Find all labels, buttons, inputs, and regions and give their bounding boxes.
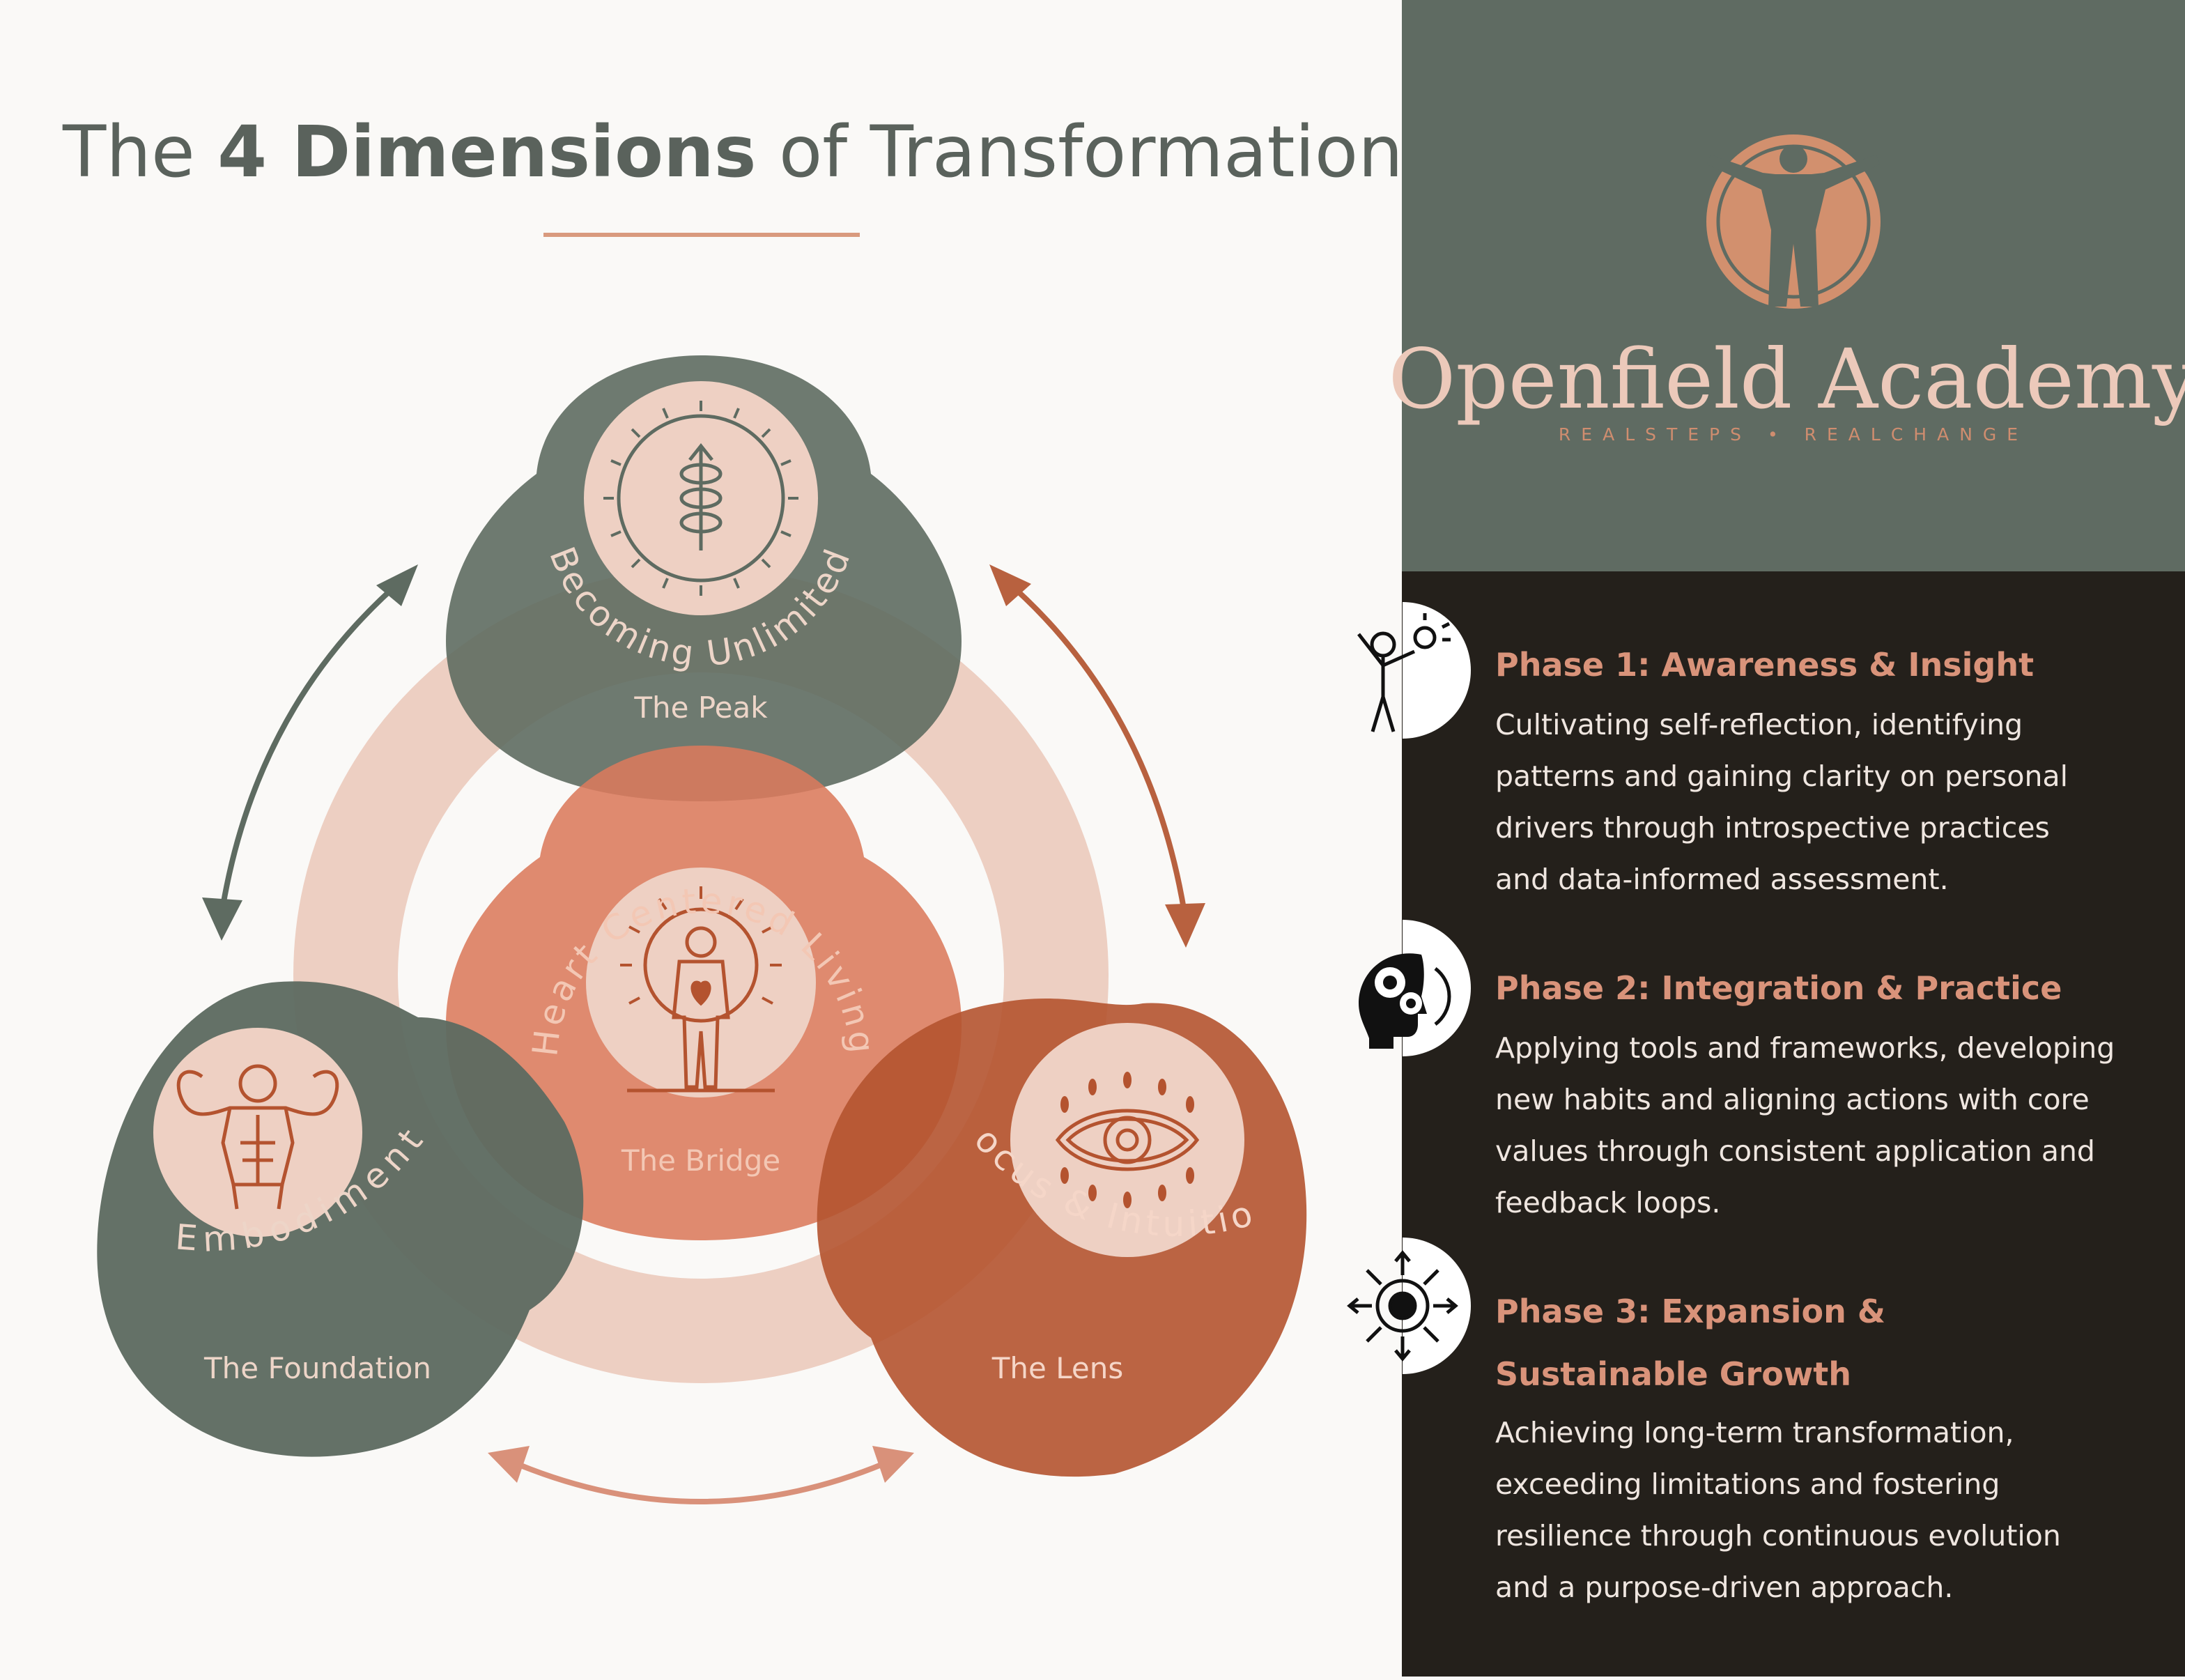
phases-panel (1402, 571, 2185, 1677)
bridge-sublabel: The Bridge (621, 1143, 780, 1178)
phase-3-body-line: resilience through continuous evolution (1495, 1519, 2061, 1552)
foundation-sublabel: The Foundation (203, 1351, 431, 1385)
eye-icon (1055, 1072, 1200, 1208)
arrow-peak-foundation (202, 564, 418, 941)
phase-3-title: Phase 3: Expansion & (1495, 1293, 1885, 1330)
phase-2: Phase 2: Integration & Practice Applying… (1495, 969, 2115, 1219)
phase-1-title: Phase 1: Awareness & Insight (1495, 646, 2034, 684)
phase-2-title: Phase 2: Integration & Practice (1495, 969, 2062, 1007)
arrow-peak-lens (989, 564, 1205, 948)
phase-3: Phase 3: Expansion & Sustainable Growth … (1495, 1293, 2061, 1604)
phase-1-badge (1403, 602, 1471, 739)
phase-1-body-line: Cultivating self-reflection, identifying (1495, 708, 2023, 741)
muscle-man-icon (176, 1064, 339, 1210)
phase-2-body-line: new habits and aligning actions with cor… (1495, 1083, 2090, 1116)
phase-2-body-line: values through consistent application an… (1495, 1134, 2095, 1168)
heart-person-icon (620, 886, 782, 1093)
idea-stick-figure-icon (1357, 613, 1451, 732)
phase-1-body-line: and data-informed assessment. (1495, 863, 1949, 896)
bridge-icon-badge (586, 868, 816, 1097)
vitruvian-man-icon (1706, 134, 1881, 309)
brand-tagline: REALSTEPS • REALCHANGE (1559, 424, 2028, 445)
title-underline (543, 233, 860, 237)
phase-2-badge (1403, 920, 1471, 1056)
expansion-target-icon (1347, 1250, 1458, 1362)
page-title: The 4 Dimensions of Transformation (62, 111, 1403, 194)
phase-2-body-line: Applying tools and frameworks, developin… (1495, 1031, 2115, 1065)
brand-name: Openfield Academy (1388, 331, 2185, 427)
phase-3-body-line: and a purpose-driven approach. (1495, 1571, 1953, 1604)
arrow-foundation-lens (488, 1446, 914, 1504)
lens-sublabel: The Lens (991, 1351, 1123, 1385)
phase-2-body-line: feedback loops. (1495, 1186, 1720, 1219)
phase-1-body-line: patterns and gaining clarity on personal (1495, 760, 2068, 793)
spiral-arrow-icon (603, 401, 798, 596)
phase-1-body-line: drivers through introspective practices (1495, 811, 2050, 845)
phase-3-body-line: exceeding limitations and fostering (1495, 1467, 2000, 1501)
peak-sublabel: The Peak (633, 691, 768, 725)
lens-icon-badge (1010, 1023, 1244, 1257)
phase-1: Phase 1: Awareness & Insight Cultivating… (1495, 646, 2068, 896)
phase-3-title: Sustainable Growth (1495, 1355, 1851, 1393)
gear-head-icon (1359, 953, 1451, 1049)
phase-3-body-line: Achieving long-term transformation, (1495, 1416, 2014, 1449)
